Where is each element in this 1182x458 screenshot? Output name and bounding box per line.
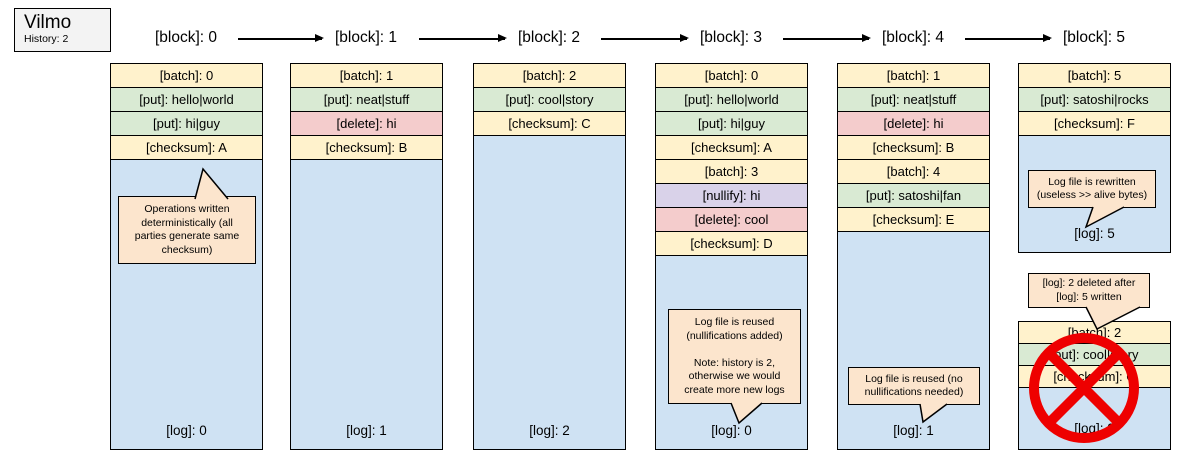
- note-log-reused-nullifications: Log file is reused (nullifications added…: [668, 309, 801, 404]
- log-file-area: [log]: 2: [474, 136, 625, 449]
- checksum-row: [checksum]: E: [838, 208, 989, 232]
- block-1-header: [block]: 1: [334, 29, 398, 46]
- log-file-area: [log]: 5: [1019, 136, 1170, 252]
- put-row: [put]: satoshi|rocks: [1019, 88, 1170, 112]
- put-row: [put]: satoshi|fan: [838, 184, 989, 208]
- arrow-block3-block4: [783, 35, 871, 42]
- checksum-row: [checksum]: F: [1019, 112, 1170, 136]
- put-row: [put]: neat|stuff: [291, 88, 442, 112]
- batch-row: [batch]: 1: [838, 64, 989, 88]
- put-row: [put]: hello|world: [656, 88, 807, 112]
- block-5-column: [batch]: 5 [put]: satoshi|rocks [checksu…: [1018, 63, 1171, 253]
- log-file-area: [log]: 0: [111, 160, 262, 449]
- checksum-row: [checksum]: B: [838, 136, 989, 160]
- put-row: [put]: hi|guy: [656, 112, 807, 136]
- block-2-column: [batch]: 2 [put]: cool|story [checksum]:…: [473, 63, 626, 450]
- arrow-block1-block2: [419, 35, 507, 42]
- note-tail: [1084, 206, 1125, 229]
- log-file-area: [log]: 1: [838, 232, 989, 449]
- note-log-deleted: [log]: 2 deleted after [log]: 5 written: [1028, 273, 1150, 308]
- log-label: [log]: 1: [893, 423, 934, 438]
- log-label: [log]: 1: [346, 423, 387, 438]
- note-tail: [194, 167, 229, 200]
- batch-row: [batch]: 5: [1019, 64, 1170, 88]
- deleted-cross-icon: [1029, 333, 1139, 443]
- arrow-block0-block1: [238, 35, 324, 42]
- batch-row: [batch]: 0: [111, 64, 262, 88]
- batch-row: [batch]: 0: [656, 64, 807, 88]
- note-log-rewritten: Log file is rewritten (useless >> alive …: [1028, 170, 1156, 208]
- put-row: [put]: hi|guy: [111, 112, 262, 136]
- put-row: [put]: cool|story: [474, 88, 625, 112]
- note-tail: [919, 403, 948, 424]
- arrow-block2-block3: [601, 35, 689, 42]
- batch-row: [batch]: 1: [291, 64, 442, 88]
- put-row: [put]: hello|world: [111, 88, 262, 112]
- note-tail: [730, 402, 763, 425]
- log-file-area: [log]: 0: [656, 256, 807, 449]
- history-setting: History: 2: [24, 33, 69, 45]
- delete-row: [delete]: cool: [656, 208, 807, 232]
- delete-row: [delete]: hi: [291, 112, 442, 136]
- log-file-area: [log]: 1: [291, 160, 442, 449]
- note-deterministic: Operations written deterministically (al…: [118, 196, 256, 264]
- block-2-header: [block]: 2: [517, 29, 581, 46]
- delete-row: [delete]: hi: [838, 112, 989, 136]
- block-5-header: [block]: 5: [1062, 29, 1126, 46]
- note-log-reused-no-nullifications: Log file is reused (no nullifications ne…: [848, 367, 980, 405]
- log-label: [log]: 0: [166, 423, 207, 438]
- batch-row: [batch]: 4: [838, 160, 989, 184]
- app-title-box: Vilmo History: 2: [14, 8, 111, 52]
- block-1-column: [batch]: 1 [put]: neat|stuff [delete]: h…: [290, 63, 443, 450]
- block-4-header: [block]: 4: [881, 29, 945, 46]
- batch-row: [batch]: 2: [474, 64, 625, 88]
- checksum-row: [checksum]: D: [656, 232, 807, 256]
- checksum-row: [checksum]: B: [291, 136, 442, 160]
- checksum-row: [checksum]: A: [656, 136, 807, 160]
- batch-row: [batch]: 3: [656, 160, 807, 184]
- arrow-block4-block5: [965, 35, 1052, 42]
- checksum-row: [checksum]: A: [111, 136, 262, 160]
- log-label: [log]: 2: [529, 423, 570, 438]
- log-label: [log]: 5: [1074, 226, 1115, 241]
- nullify-row: [nullify]: hi: [656, 184, 807, 208]
- block-3-header: [block]: 3: [699, 29, 763, 46]
- note-tail: [1085, 306, 1141, 331]
- put-row: [put]: neat|stuff: [838, 88, 989, 112]
- block-0-header: [block]: 0: [154, 29, 218, 46]
- checksum-row: [checksum]: C: [474, 112, 625, 136]
- app-name: Vilmo: [24, 12, 72, 33]
- log-label: [log]: 0: [711, 423, 752, 438]
